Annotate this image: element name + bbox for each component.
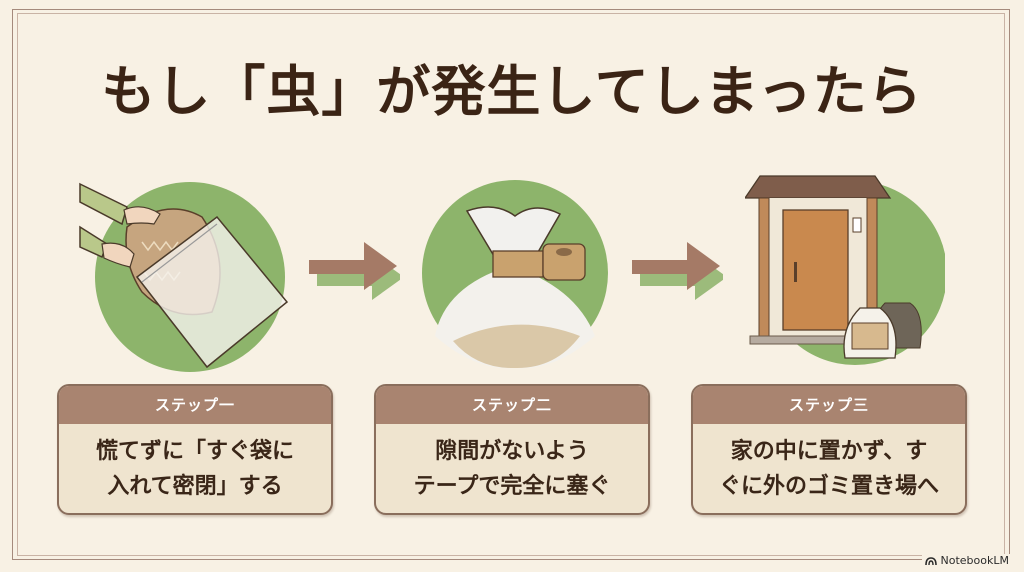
front-door-garbage-illustration [745,175,945,365]
step-description-line: テープで完全に塞ぐ [413,474,611,499]
step-description-line: ぐに外のゴミ置き場へ [718,474,939,499]
step-description-line: 家の中に置かず、す [730,439,928,464]
step-label: ステップ二 [376,386,648,424]
notebooklm-logo-icon [924,556,937,565]
step-description: 隙間がないよう テープで完全に塞ぐ [376,424,648,504]
page-title: もし「虫」が発生してしまったら [101,60,923,123]
step-card-1: ステップ一 慌てずに「すぐ袋に 入れて密閉」する [57,384,333,515]
arrow-right-icon [309,242,400,300]
step-card-2: ステップ二 隙間がないよう テープで完全に塞ぐ [374,384,650,515]
bag-cushion-illustration [79,182,289,372]
step-description-line: 隙間がないよう [435,439,589,464]
step-description: 家の中に置かず、す ぐに外のゴミ置き場へ [693,424,965,504]
taped-bag-illustration [422,180,608,369]
step-description-line: 慌てずに「すぐ袋に [95,439,294,464]
arrow-right-icon [632,242,723,300]
step-label: ステップ三 [693,386,965,424]
step-description: 慌てずに「すぐ袋に 入れて密閉」する [59,424,331,504]
decorative-border-inner [17,13,1005,556]
notebooklm-watermark: NotebookLM [921,554,1012,567]
step-label: ステップ一 [59,386,331,424]
decorative-border-outer [12,9,1010,560]
step-card-3: ステップ三 家の中に置かず、す ぐに外のゴミ置き場へ [691,384,967,515]
step-description-line: 入れて密閉」する [107,474,283,499]
brand-label: NotebookLM [940,554,1009,567]
